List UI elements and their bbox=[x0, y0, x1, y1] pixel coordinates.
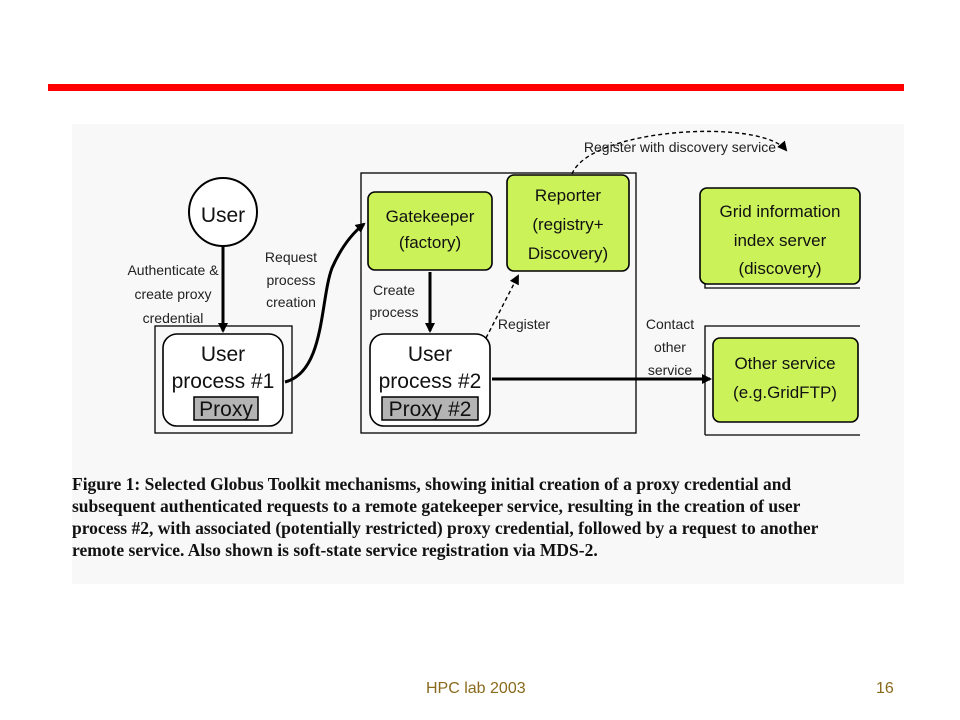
svg-text:Contact: Contact bbox=[646, 316, 694, 332]
svg-text:(factory): (factory) bbox=[399, 233, 461, 252]
svg-text:Discovery): Discovery) bbox=[528, 244, 608, 263]
svg-text:Authenticate &: Authenticate & bbox=[127, 262, 219, 278]
svg-text:process #1: process #1 bbox=[172, 370, 275, 393]
title-divider bbox=[48, 84, 904, 91]
figure-caption: Figure 1: Selected Globus Toolkit mechan… bbox=[72, 473, 904, 561]
svg-text:creation: creation bbox=[266, 294, 316, 310]
host-2-container bbox=[360, 172, 637, 434]
svg-text:Grid information: Grid information bbox=[720, 202, 841, 221]
other-service-node: Other service (e.g.GridFTP) bbox=[712, 337, 859, 423]
svg-text:create proxy: create proxy bbox=[134, 286, 211, 302]
footer-label: HPC lab 2003 bbox=[426, 680, 526, 697]
proxy-2-badge: Proxy #2 bbox=[381, 396, 479, 421]
svg-text:credential: credential bbox=[143, 310, 204, 326]
svg-text:Create: Create bbox=[373, 282, 415, 298]
svg-text:(e.g.GridFTP): (e.g.GridFTP) bbox=[733, 383, 837, 402]
svg-text:User: User bbox=[408, 343, 452, 366]
contact-label: Contact other service bbox=[646, 316, 694, 378]
svg-text:User: User bbox=[201, 204, 245, 227]
register-label: Register bbox=[498, 316, 550, 332]
proxy-1-badge: Proxy bbox=[193, 396, 259, 421]
request-arrow bbox=[284, 222, 366, 384]
svg-text:Proxy #2: Proxy #2 bbox=[389, 398, 472, 421]
create-label: Create process bbox=[369, 282, 418, 320]
svg-text:service: service bbox=[648, 362, 693, 378]
svg-text:Gatekeeper: Gatekeeper bbox=[386, 207, 475, 226]
remote-host-container bbox=[704, 325, 860, 435]
request-label: Request process creation bbox=[265, 249, 317, 310]
svg-text:Proxy: Proxy bbox=[199, 398, 253, 421]
svg-text:User: User bbox=[201, 343, 245, 366]
gatekeeper-node: Gatekeeper (factory) bbox=[367, 191, 493, 271]
grid-information-node: Grid information index server (discovery… bbox=[699, 187, 861, 285]
svg-text:(discovery): (discovery) bbox=[738, 259, 821, 278]
svg-text:other: other bbox=[654, 339, 686, 355]
svg-text:process: process bbox=[266, 272, 315, 288]
svg-text:process #2: process #2 bbox=[379, 370, 482, 393]
svg-text:index server: index server bbox=[734, 231, 827, 250]
svg-text:process: process bbox=[369, 304, 418, 320]
caption-line: subsequent authenticated requests to a r… bbox=[72, 496, 801, 516]
svg-text:(registry+: (registry+ bbox=[532, 215, 603, 234]
register-discovery-arrow bbox=[571, 130, 788, 175]
page-number: 16 bbox=[876, 680, 894, 697]
caption-line: remote service. Also shown is soft-state… bbox=[72, 540, 598, 560]
svg-text:Other service: Other service bbox=[734, 354, 835, 373]
reporter-node: Reporter (registry+ Discovery) bbox=[506, 174, 630, 272]
svg-text:Reporter: Reporter bbox=[535, 186, 601, 205]
svg-text:Request: Request bbox=[265, 249, 317, 265]
authenticate-label: Authenticate & create proxy credential bbox=[127, 262, 219, 326]
caption-line: Figure 1: Selected Globus Toolkit mechan… bbox=[72, 474, 792, 494]
user-node: User bbox=[188, 177, 258, 247]
register-arrow bbox=[485, 274, 519, 339]
caption-line: process #2, with associated (potentially… bbox=[72, 518, 819, 538]
register-discovery-label: Register with discovery service bbox=[584, 139, 776, 155]
